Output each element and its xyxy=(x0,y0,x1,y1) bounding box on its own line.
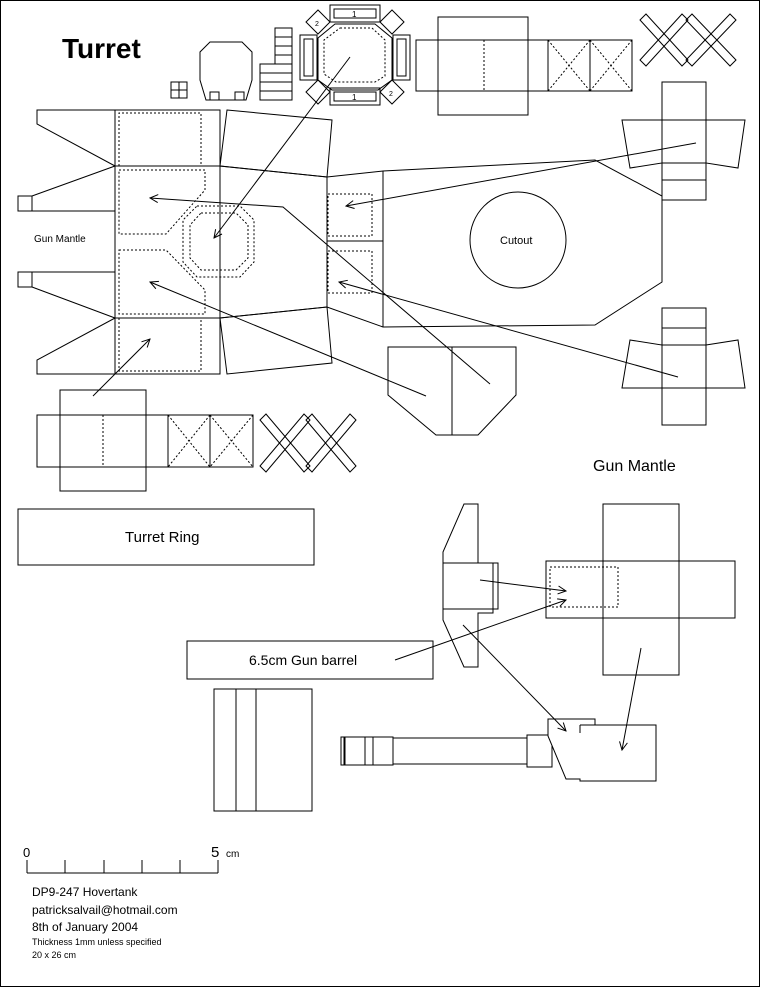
author-email: patricksalvail@hotmail.com xyxy=(32,903,178,917)
mantle-side-piece-upper xyxy=(621,81,746,201)
strip-stack-part xyxy=(259,27,293,101)
svg-text:1: 1 xyxy=(352,93,357,102)
svg-text:5: 5 xyxy=(211,844,219,861)
trapezoid-part xyxy=(387,346,517,436)
octagon-assembly-part: 1 1 2 2 xyxy=(299,4,411,106)
thickness-note: Thickness 1mm unless specified xyxy=(32,937,162,947)
mantle-front-part xyxy=(547,718,657,782)
folded-block-part xyxy=(213,688,313,812)
mantle-side-piece-lower xyxy=(621,307,746,426)
svg-text:6.5cm Gun barrel: 6.5cm Gun barrel xyxy=(249,652,357,668)
turret-hatch-part xyxy=(170,41,253,101)
gun-mantle-small-label: Gun Mantle xyxy=(34,234,86,245)
gun-barrel-strip: 6.5cm Gun barrel xyxy=(186,640,434,680)
svg-text:2: 2 xyxy=(389,91,393,98)
model-name: DP9-247 Hovertank xyxy=(32,885,138,899)
scale-bar: 0 5 cm xyxy=(23,844,239,874)
lower-left-net-part xyxy=(36,389,357,492)
turret-ring-strip: Turret Ring xyxy=(17,508,315,566)
credits: DP9-247 Hovertank patricksalvail@hotmail… xyxy=(32,885,178,960)
cutout-label: Cutout xyxy=(500,235,532,247)
mantle-side-profile-part xyxy=(442,503,499,668)
svg-text:0: 0 xyxy=(23,845,30,860)
mantle-cross-net-part xyxy=(545,503,736,676)
svg-text:cm: cm xyxy=(226,849,239,860)
page-title: Turret xyxy=(62,33,141,64)
date: 8th of January 2004 xyxy=(32,920,138,934)
svg-text:Turret Ring: Turret Ring xyxy=(125,529,199,546)
turret-main-net: Gun Mantle Cutout xyxy=(17,109,663,375)
top-right-net-part xyxy=(415,13,737,116)
gun-barrel-part xyxy=(340,734,553,768)
svg-text:2: 2 xyxy=(315,21,319,28)
svg-text:1: 1 xyxy=(352,10,357,19)
assembly-arrows xyxy=(92,56,697,750)
gun-mantle-label: Gun Mantle xyxy=(593,458,676,475)
sheet-size: 20 x 26 cm xyxy=(32,950,76,960)
